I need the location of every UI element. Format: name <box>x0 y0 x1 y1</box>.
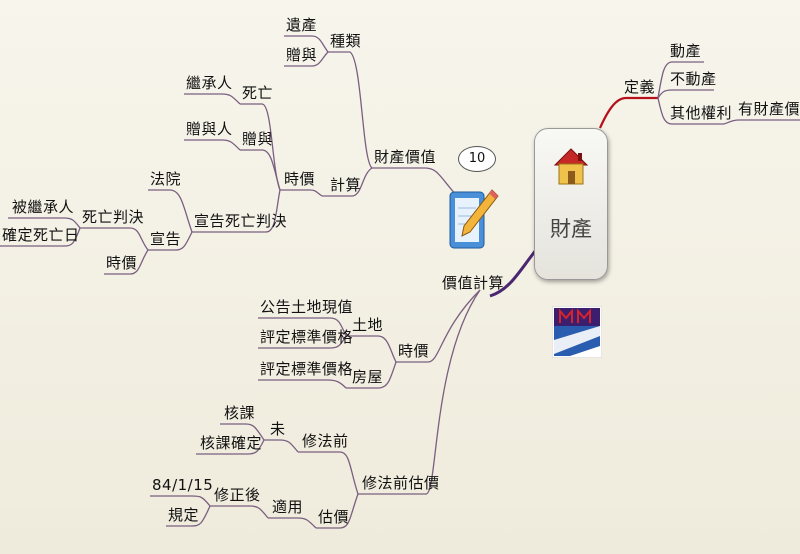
topic-time-value[interactable]: 時價 <box>284 170 316 188</box>
topic-regulation[interactable]: 規定 <box>168 506 200 524</box>
topic-kinds[interactable]: 種類 <box>330 32 362 50</box>
topic-announced-land-value[interactable]: 公告土地現值 <box>260 298 354 316</box>
edge-other-property <box>723 119 800 125</box>
edge-declare-death-judgment <box>80 227 149 251</box>
topic-assessed-standard-price-land[interactable]: 評定標準價格 <box>260 328 354 346</box>
topic-declared-death-judgment[interactable]: 宣告死亡判決 <box>194 212 288 230</box>
topic-giver[interactable]: 贈與人 <box>186 120 233 138</box>
edge-death-heir <box>184 93 241 105</box>
edge-dj-deathday <box>0 227 81 247</box>
edge-definition-immovable <box>657 89 714 99</box>
topic-time-price[interactable]: 時價 <box>106 254 138 272</box>
edge-dj-heir <box>8 217 81 229</box>
topic-assessed-standard-price-house[interactable]: 評定標準價格 <box>260 360 354 378</box>
edge-preamend-before <box>298 451 359 495</box>
edge-notyet-kaike <box>220 423 265 441</box>
edge-market-house <box>346 361 397 389</box>
topic-gift-calc[interactable]: 贈與 <box>242 130 274 148</box>
edge-hub-central <box>489 249 538 298</box>
topic-pre-amendment-valuation[interactable]: 修法前估價 <box>362 474 440 492</box>
edge-time-gift <box>240 149 281 191</box>
topic-market-price[interactable]: 時價 <box>398 342 430 360</box>
edge-kinds-zengyu <box>284 51 329 67</box>
edge-market-land <box>346 335 397 363</box>
topic-house[interactable]: 房屋 <box>352 368 384 386</box>
topic-gift[interactable]: 贈與 <box>286 46 318 64</box>
topic-inheritance[interactable]: 遺產 <box>286 16 318 34</box>
topic-confirmed-death-date[interactable]: 確定死亡日 <box>2 226 80 244</box>
topic-count-badge: 10 <box>458 146 496 172</box>
edge-valuation-apply <box>268 517 317 529</box>
topic-date-84-1-15[interactable]: 84/1/15 <box>152 476 214 494</box>
edge-before-notyet <box>264 439 299 453</box>
topic-declare[interactable]: 宣告 <box>150 230 182 248</box>
edge-declare-timeprice <box>104 249 149 275</box>
topic-levy[interactable]: 核課 <box>224 404 256 422</box>
topic-not-yet[interactable]: 未 <box>270 420 286 438</box>
edge-calc-time <box>280 189 323 197</box>
central-topic-label: 財產 <box>550 217 592 241</box>
edge-kinds-yichan <box>284 35 329 53</box>
edge-property-kinds <box>328 51 373 169</box>
topic-court[interactable]: 法院 <box>150 170 182 188</box>
edge-property-calc <box>322 167 373 197</box>
edge-amended-date <box>150 495 211 507</box>
hub-topic-label[interactable]: 價值計算 <box>442 274 505 292</box>
pencil-notepad-icon <box>449 189 499 249</box>
edge-hub-market <box>396 289 481 363</box>
topic-other-rights[interactable]: 其他權利 <box>670 104 733 122</box>
edge-preamend-valuation <box>316 493 359 529</box>
topic-land[interactable]: 土地 <box>352 316 384 334</box>
house-icon <box>553 148 589 185</box>
edge-definition-movable <box>657 61 704 99</box>
edge-land-assessed <box>258 335 347 349</box>
edge-hub-preamend <box>358 289 481 495</box>
edge-declared-court <box>148 189 193 233</box>
edge-land-announced <box>258 317 347 337</box>
topic-property-value[interactable]: 財產價值 <box>374 148 437 166</box>
topic-apply[interactable]: 適用 <box>272 498 304 516</box>
edge-notyet-kaike-confirmed <box>196 439 265 455</box>
edge-declared-declare <box>148 231 193 251</box>
topic-immovable-property[interactable]: 不動產 <box>670 70 717 88</box>
topic-heir[interactable]: 繼承人 <box>186 74 233 92</box>
central-topic-card[interactable]: 財產 <box>534 128 608 280</box>
brand-logo <box>552 306 602 358</box>
topic-movable-property[interactable]: 動產 <box>670 42 702 60</box>
edge-amended-rule <box>166 505 211 527</box>
topic-amended[interactable]: 修正後 <box>214 486 261 504</box>
topic-definition[interactable]: 定義 <box>624 78 656 96</box>
topic-death[interactable]: 死亡 <box>242 84 274 102</box>
edge-time-declared <box>192 189 281 233</box>
edge-gift-giver <box>184 139 241 151</box>
topic-decedent[interactable]: 被繼承人 <box>12 198 75 216</box>
topic-before-amendment[interactable]: 修法前 <box>302 432 349 450</box>
topic-valuation[interactable]: 估價 <box>318 508 350 526</box>
edge-central-definition <box>598 96 658 129</box>
edge-definition-other <box>657 97 724 125</box>
edge-house-assessed <box>258 379 347 389</box>
topic-levy-confirmed[interactable]: 核課確定 <box>200 434 263 452</box>
topic-calculation[interactable]: 計算 <box>330 176 362 194</box>
topic-has-property-value[interactable]: 有財產價值 <box>738 100 800 118</box>
edge-apply-amended <box>210 505 269 519</box>
topic-death-judgment[interactable]: 死亡判決 <box>82 208 145 226</box>
